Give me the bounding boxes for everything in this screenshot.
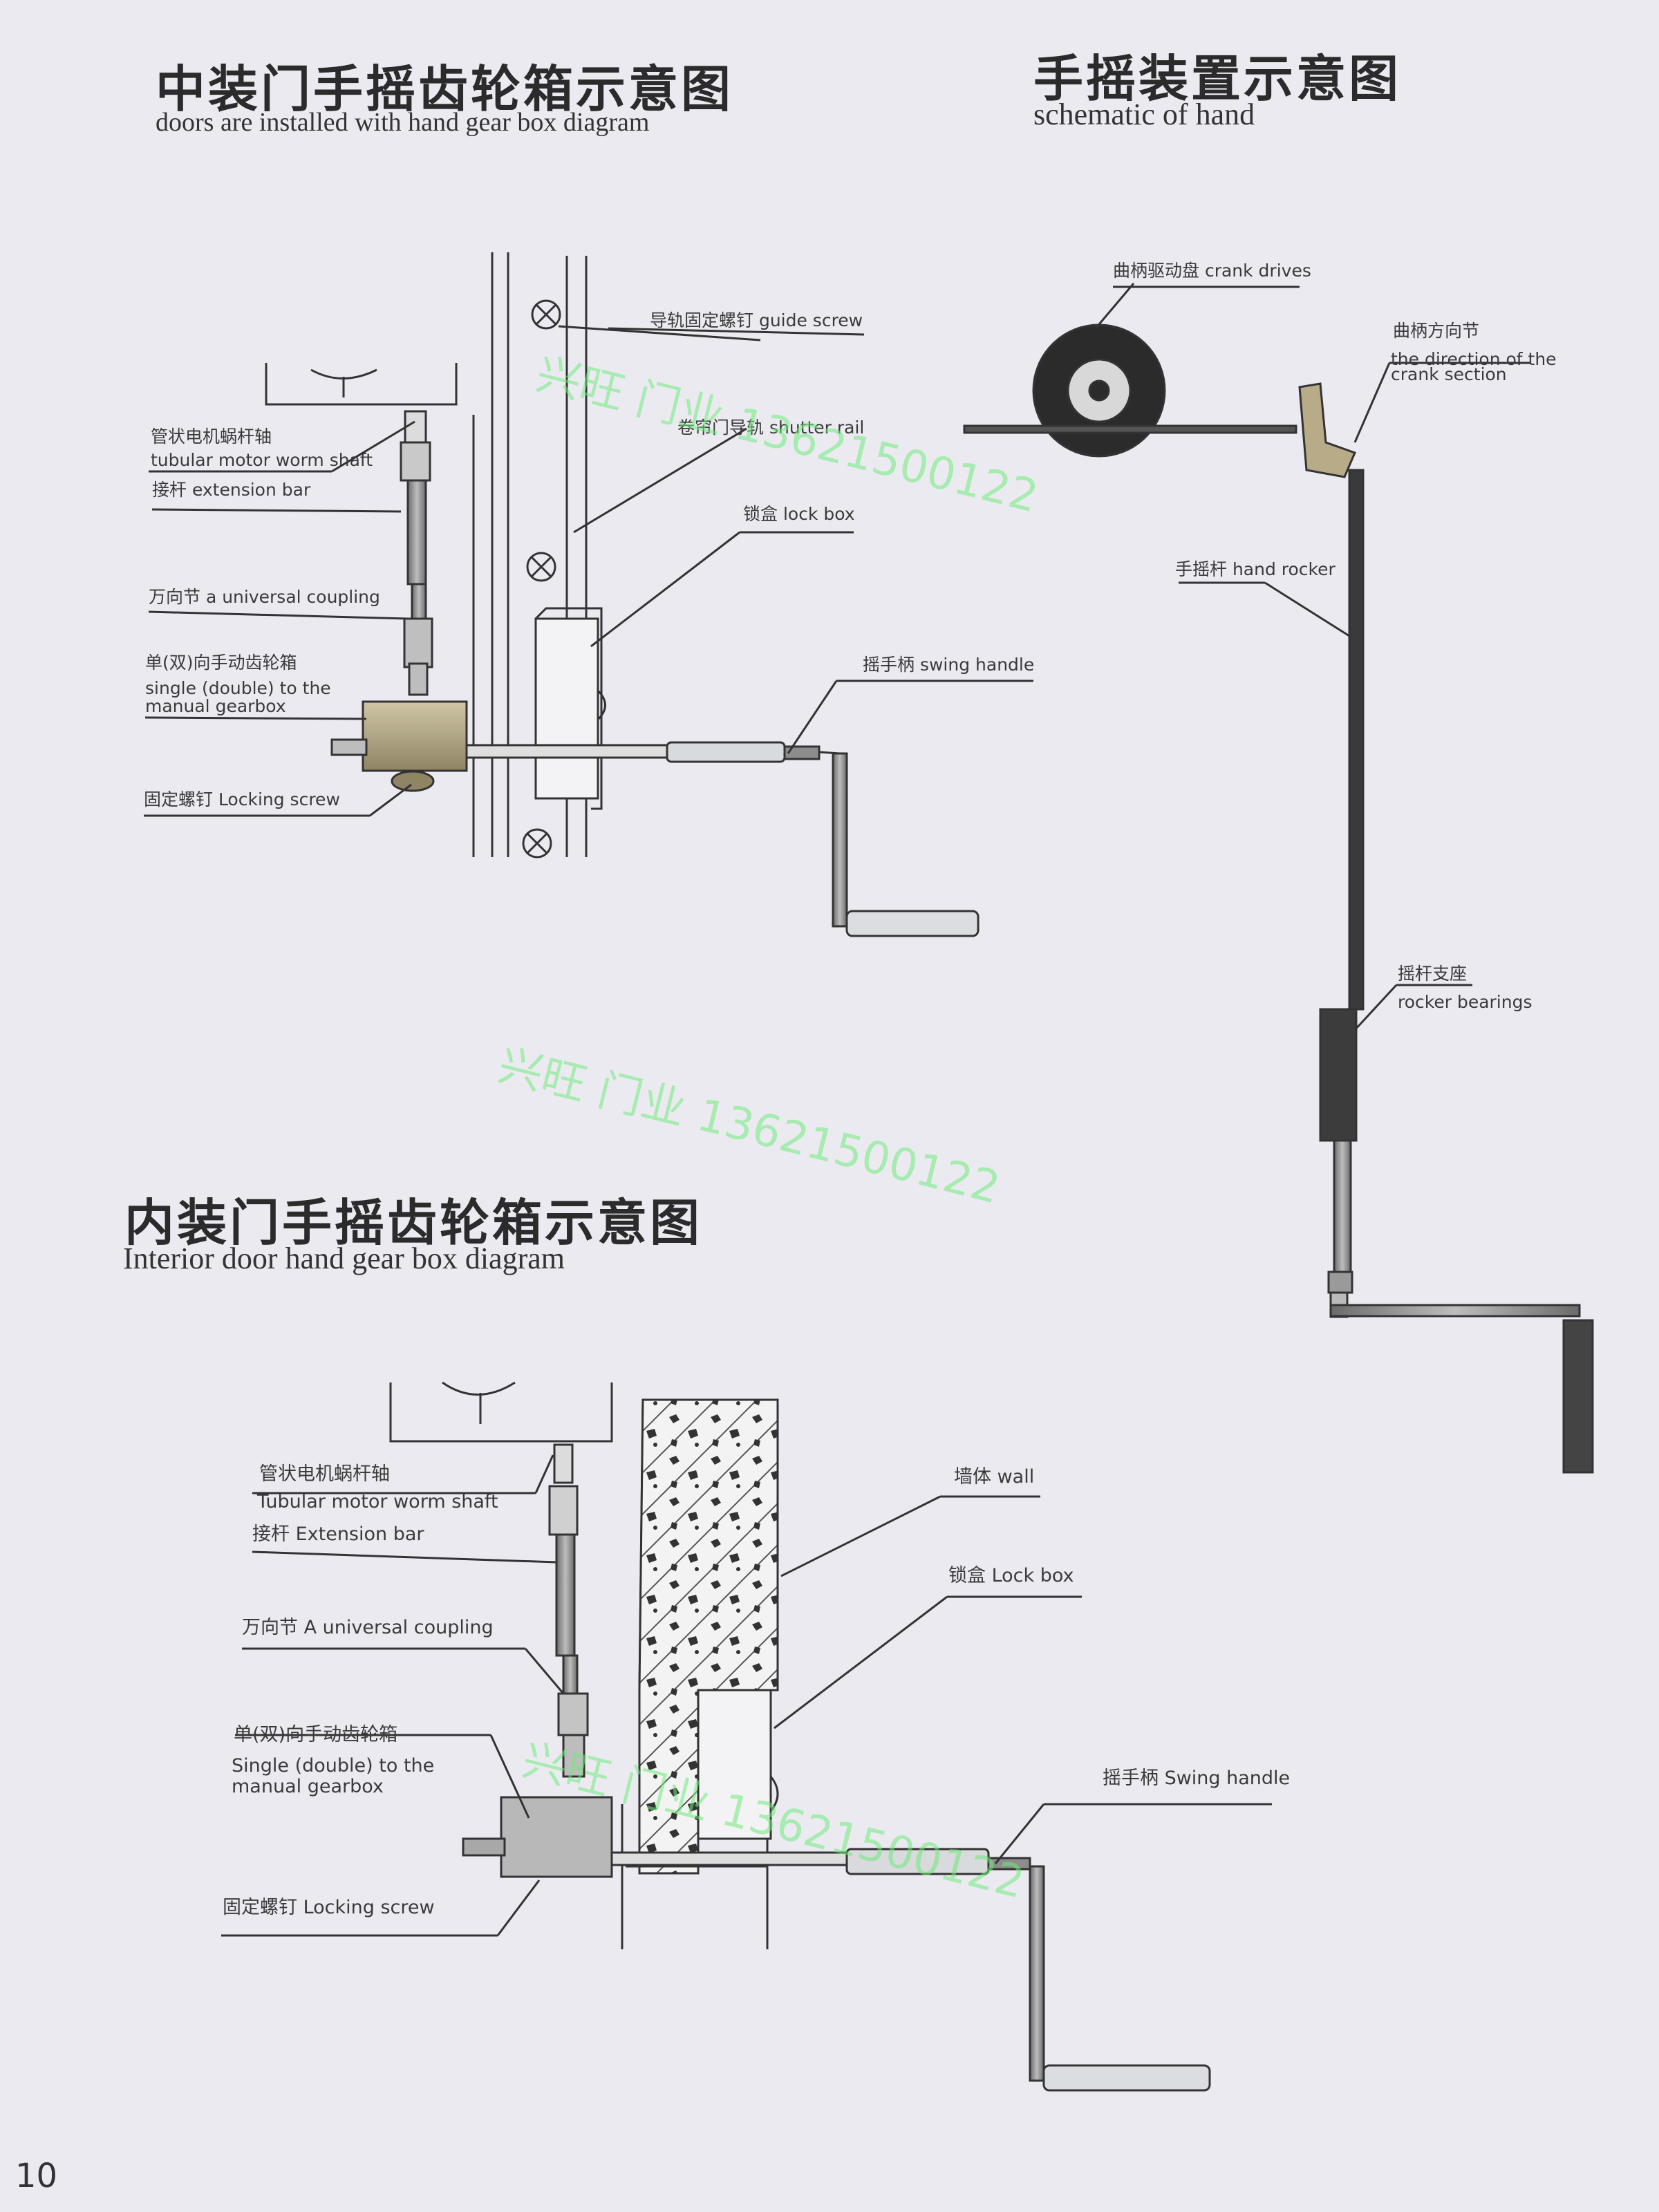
- label-inner-coupling: 万向节 A universal coupling: [242, 1617, 494, 1638]
- label-inner-gearbox-en2: manual gearbox: [232, 1776, 384, 1797]
- label-inner-locking-screw: 固定螺钉 Locking screw: [223, 1897, 435, 1918]
- hand-crank-diagram: [963, 283, 1594, 1474]
- label-guide-screw: 导轨固定螺钉 guide screw: [650, 310, 863, 330]
- hand-title-en: schematic of hand: [1033, 97, 1255, 131]
- label-inner-swing-handle: 摇手柄 Swing handle: [1103, 1768, 1291, 1789]
- label-extension-bar: 接杆 extension bar: [152, 480, 311, 500]
- mid-title-cn: 中装门手摇齿轮箱示意图: [156, 59, 734, 118]
- mid-door-diagram: [144, 252, 1033, 937]
- label-shutter-rail: 卷帘门导轨 shutter rail: [677, 418, 865, 438]
- label-gearbox-en1: single (double) to the: [145, 678, 331, 698]
- guide-screw-icon: [531, 299, 561, 330]
- label-lock-box: 锁盒 lock box: [743, 504, 855, 524]
- label-crank-drives: 曲柄驱动盘 crank drives: [1113, 261, 1311, 281]
- guide-screw-icon: [522, 828, 552, 859]
- label-gearbox-en2: manual gearbox: [145, 696, 286, 716]
- label-inner-wall: 墙体 wall: [954, 1466, 1035, 1488]
- label-direction-en2: crank section: [1391, 364, 1507, 384]
- label-inner-worm-shaft-en: Tubular motor worm shaft: [257, 1491, 498, 1512]
- label-direction-en1: the direction of the: [1391, 349, 1557, 369]
- label-inner-lock-box: 锁盒 Lock box: [948, 1565, 1074, 1586]
- label-coupling: 万向节 a universal coupling: [149, 587, 380, 607]
- page-number: 10: [15, 2157, 58, 2195]
- hand-title-cn: 手摇装置示意图: [1033, 49, 1402, 108]
- interior-door-diagram: [221, 1381, 1272, 2092]
- label-locking-screw: 固定螺钉 Locking screw: [144, 789, 340, 809]
- label-gearbox-cn: 单(双)向手动齿轮箱: [145, 653, 297, 673]
- label-worm-shaft-cn: 管状电机蜗杆轴: [151, 427, 272, 447]
- label-worm-shaft-en: tubular motor worm shaft: [151, 450, 373, 470]
- label-inner-gearbox-en1: Single (double) to the: [232, 1755, 435, 1777]
- label-bearings-cn: 摇杆支座: [1398, 964, 1468, 984]
- label-swing-handle: 摇手柄 swing handle: [863, 655, 1035, 675]
- mid-title-en: doors are installed with hand gear box d…: [156, 108, 650, 137]
- label-direction-cn: 曲柄方向节: [1393, 321, 1480, 341]
- label-bearings-en: rocker bearings: [1398, 992, 1533, 1012]
- label-inner-worm-shaft-cn: 管状电机蜗杆轴: [259, 1463, 390, 1485]
- label-inner-extension-bar: 接杆 Extension bar: [252, 1524, 424, 1545]
- label-hand-rocker: 手摇杆 hand rocker: [1175, 559, 1335, 579]
- guide-screw-icon: [526, 552, 556, 582]
- label-inner-gearbox-cn: 单(双)向手动齿轮箱: [234, 1724, 398, 1745]
- inner-title-cn: 内装门手摇齿轮箱示意图: [124, 1193, 703, 1252]
- inner-title-en: Interior door hand gear box diagram: [123, 1241, 565, 1275]
